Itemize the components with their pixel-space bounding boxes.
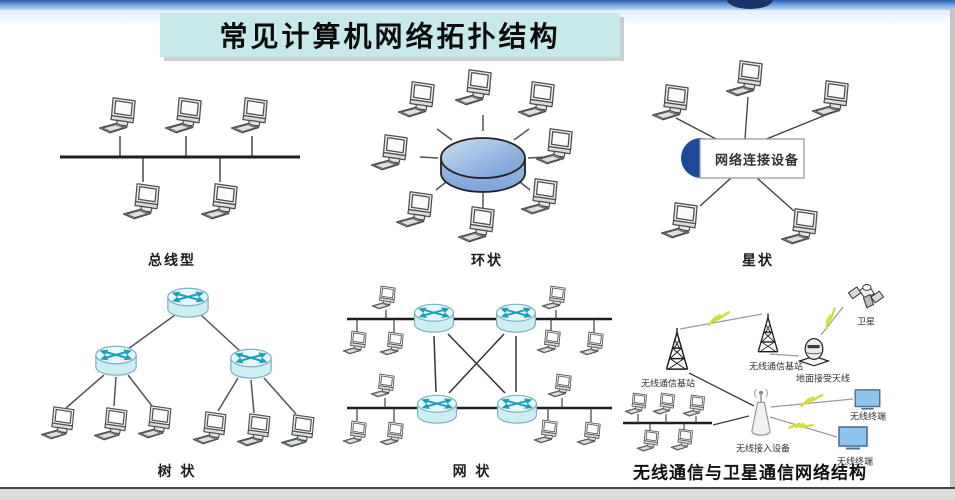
ground-antenna-label: 地面接受天线 [795, 374, 851, 385]
computer-icon [576, 421, 601, 446]
tree-topology-label: 树 状 [157, 464, 197, 480]
computer-icon [371, 285, 396, 310]
router-icon [413, 303, 455, 334]
computer-icon [40, 406, 75, 440]
computer-icon [535, 128, 573, 165]
access-device-label: 无线接入设备 [735, 444, 791, 455]
star-topology-diagram [651, 60, 849, 245]
ring-hub-disc [440, 137, 526, 193]
computer-icon [536, 329, 561, 354]
computer-icon [164, 97, 202, 134]
tree-topology-diagram [40, 287, 315, 448]
radio-tower-icon [665, 327, 689, 370]
bus-drop-lines [119, 136, 253, 182]
star-topology-label: 星状 [742, 253, 774, 269]
computer-icon [533, 419, 558, 444]
computer-icon [122, 183, 160, 220]
star-links [675, 96, 829, 212]
lightning-bolt-icon [787, 417, 815, 436]
wireless-caption: 无线通信与卫星通信网络结构 [633, 463, 867, 484]
computer-icon [547, 373, 572, 398]
bus-topology-label: 总线型 [148, 253, 196, 269]
computer-icon [379, 421, 404, 446]
computer-icon [520, 178, 558, 215]
computer-icon [725, 60, 763, 97]
computer-icon [379, 331, 404, 356]
lightning-bolt-icon [799, 393, 825, 408]
satellite-label: 卫星 [856, 317, 876, 328]
computer-icon [342, 420, 367, 445]
computer-icon [682, 394, 705, 417]
page-title: 常见计算机网络拓扑结构 [160, 13, 620, 57]
computer-icon [395, 191, 433, 228]
mesh-topology-diagram [342, 285, 612, 446]
wireless-terminal-icon [854, 389, 881, 410]
router-icon [166, 287, 210, 319]
wireless-lan-ticks [637, 414, 697, 431]
computer-icon [670, 428, 693, 451]
computer-icon [230, 97, 268, 134]
computer-icon [636, 429, 659, 452]
computer-icon [93, 407, 128, 441]
right-border-strip [950, 8, 955, 500]
router-icon [495, 303, 537, 334]
terminal-bottom-label: 无线终端 [836, 457, 874, 468]
bottom-border-strip [0, 487, 955, 500]
router-icon [496, 394, 538, 425]
mesh-host-ticks [356, 310, 595, 422]
top-ellipse-decoration [727, 0, 773, 9]
hub-box [699, 138, 805, 179]
computer-icon [541, 285, 566, 310]
computer-icon [579, 331, 604, 356]
bus-topology-diagram [60, 97, 300, 220]
computer-icon [660, 202, 698, 239]
computer-icon [651, 84, 689, 121]
computer-icon [370, 134, 408, 171]
computer-icon [811, 80, 849, 117]
computer-icon [780, 208, 818, 245]
wireless-terminal-icon [838, 425, 868, 450]
terminal-top-label: 无线终端 [849, 412, 887, 423]
computer-icon [342, 330, 367, 355]
router-icon [94, 345, 138, 377]
computer-icon [397, 81, 435, 118]
lightning-bolt-icon [819, 306, 843, 331]
router-icon [229, 348, 273, 380]
computer-icon [624, 392, 647, 415]
tree-links [65, 314, 297, 415]
router-icon [416, 394, 458, 425]
computer-icon [200, 183, 238, 220]
satellite-icon [847, 283, 885, 309]
computer-icon [517, 81, 555, 118]
radio-tower-icon [757, 312, 779, 353]
wireless-topology-diagram [623, 283, 885, 452]
base-station-left-label: 无线通信基站 [640, 379, 696, 390]
ring-topology-diagram [370, 69, 573, 243]
computer-icon [652, 392, 675, 415]
base-station-right-label: 无线通信基站 [748, 362, 804, 373]
lightning-bolt-icon [706, 311, 732, 327]
lan-to-access-links [688, 372, 755, 426]
computer-icon [137, 405, 172, 439]
mesh-core-links [433, 333, 517, 394]
mesh-topology-label: 网 状 [452, 464, 492, 480]
computer-icon [236, 413, 271, 447]
access-point-cone-icon [751, 388, 771, 436]
computer-icon [457, 206, 495, 243]
ground-antenna-icon [798, 337, 830, 367]
computer-icon [98, 97, 136, 134]
computer-icon [370, 373, 395, 398]
hub-label: 网络连接设备 [714, 153, 800, 169]
ring-topology-label: 环状 [471, 253, 503, 269]
top-gradient-bar [0, 0, 955, 10]
computer-icon [280, 414, 315, 448]
computer-icon [192, 411, 227, 445]
computer-icon [454, 69, 492, 106]
